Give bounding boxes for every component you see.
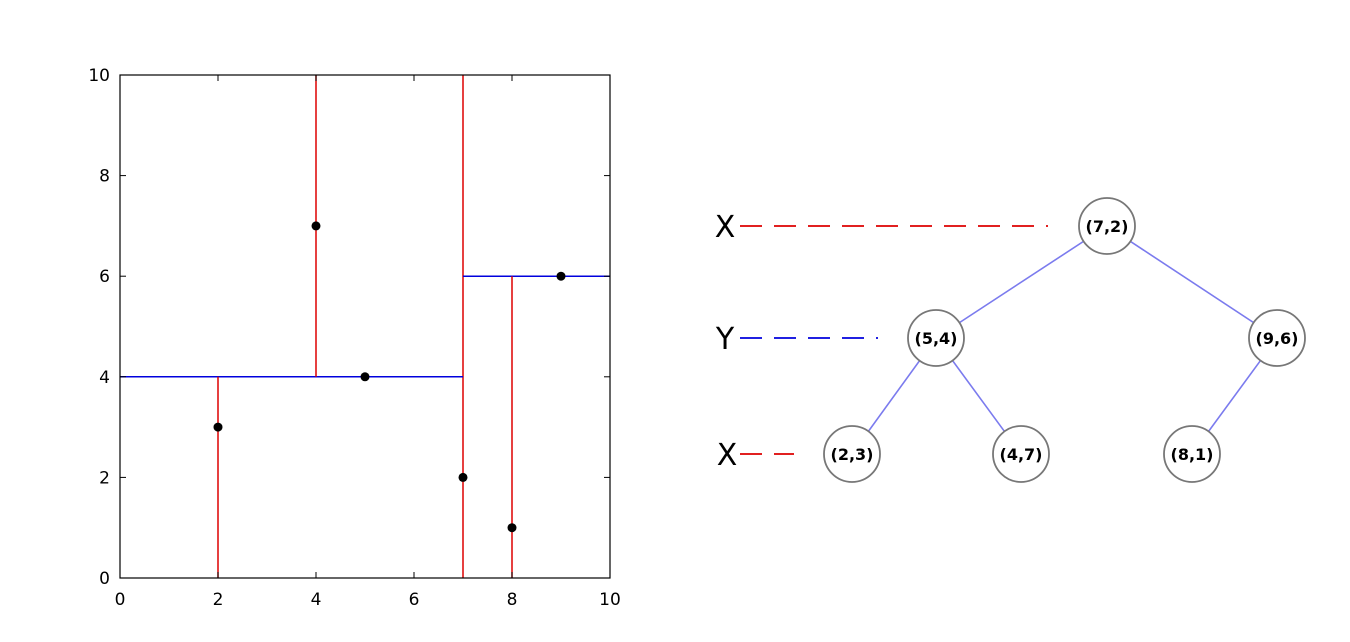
tree-node [1248,309,1306,367]
tree-node [907,309,965,367]
x-tick-label: 4 [311,590,322,610]
tree-node [992,425,1050,483]
x-tick-label: 10 [599,590,621,610]
x-tick-label: 0 [115,590,126,610]
y-tick-label: 0 [99,569,110,589]
data-point [458,472,468,482]
tree-node [823,425,881,483]
y-tick-label: 2 [99,468,110,488]
tree-edge [1106,225,1278,339]
tree-node-label: (8,1) [1171,445,1214,464]
level-label-0: X [715,210,736,245]
data-point [360,372,370,382]
data-point [311,221,321,231]
data-point [507,523,517,533]
tree-node-label: (9,6) [1256,329,1299,348]
tree-node [1163,425,1221,483]
partition-plot: 0 2 4 6 8 10 0 2 4 6 8 10 [88,66,620,610]
x-tick-label: 8 [507,590,518,610]
kd-tree-diagram: X Y X (7,2) (5,4) (9,6) (2,3) (4,7) (8,1) [715,197,1306,483]
x-tick-label: 2 [213,590,224,610]
tree-edge [935,225,1108,339]
y-tick-label: 8 [99,167,110,187]
tree-node-label: (5,4) [915,329,958,348]
data-point [556,271,566,281]
y-tick-label: 6 [99,267,110,287]
level-label-2: X [717,438,738,473]
tree-node-label: (7,2) [1086,217,1129,236]
tree-node [1078,197,1136,255]
data-point [213,422,223,432]
x-tick-label: 6 [409,590,420,610]
y-tick-label: 10 [88,66,110,86]
y-tick-label: 4 [99,368,110,388]
tree-node-label: (2,3) [831,445,874,464]
tree-node-label: (4,7) [1000,445,1043,464]
level-label-1: Y [715,322,735,357]
plot-frame [119,74,611,579]
